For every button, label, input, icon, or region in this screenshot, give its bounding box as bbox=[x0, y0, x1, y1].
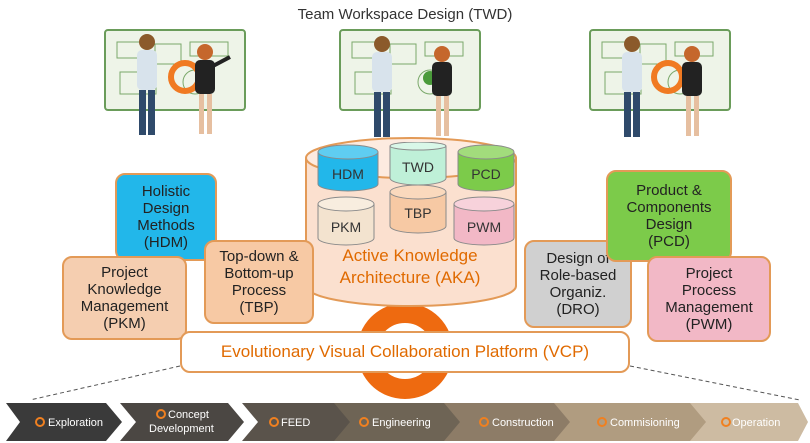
phase-concept-development: Concept Development bbox=[120, 403, 244, 441]
cylinder-label-hdm: HDM bbox=[332, 166, 364, 182]
phase-construction: Construction bbox=[444, 403, 572, 441]
phase-feed: FEED bbox=[242, 403, 352, 441]
phase-label-development: Development bbox=[149, 423, 214, 435]
phase-engineering: Engineering bbox=[334, 403, 462, 441]
cylinder-twd: TWD bbox=[389, 142, 447, 186]
cylinder-pcd: PCD bbox=[457, 144, 515, 192]
phase-label-operation: Operation bbox=[732, 417, 780, 429]
phase-label-concept: Concept bbox=[168, 409, 209, 421]
perspective-lines bbox=[29, 365, 801, 401]
phase-exploration: Exploration bbox=[6, 403, 122, 441]
box-hdm: Holistic Design Methods (HDM) bbox=[115, 173, 217, 261]
cylinder-label-pwm: PWM bbox=[467, 219, 501, 235]
knowledge-cylinders: HDM TWD PCD PKM TBP PWM bbox=[317, 142, 515, 246]
cylinder-label-tbp: TBP bbox=[404, 205, 431, 221]
phase-label-construction: Construction bbox=[492, 417, 554, 429]
phase-commisioning: Commisioning bbox=[554, 403, 708, 441]
whiteboard-scene-center bbox=[339, 29, 481, 137]
cylinder-label-pcd: PCD bbox=[471, 166, 501, 182]
phase-label-engineering: Engineering bbox=[372, 417, 431, 429]
vcp-platform-bar: Evolutionary Visual Collaboration Platfo… bbox=[180, 331, 630, 373]
whiteboard-scene-left bbox=[104, 29, 246, 135]
whiteboard-scene-right bbox=[589, 29, 731, 137]
cylinder-hdm: HDM bbox=[317, 144, 379, 192]
cylinder-label-pkm: PKM bbox=[331, 219, 361, 235]
project-phase-strip: Exploration Concept Development FEED Eng… bbox=[6, 403, 808, 441]
phase-label-commisioning: Commisioning bbox=[610, 417, 680, 429]
cylinder-tbp: TBP bbox=[389, 184, 447, 234]
aka-label: Active Knowledge Architecture (AKA) bbox=[339, 246, 481, 287]
cylinder-pwm: PWM bbox=[453, 196, 515, 246]
phase-operation: Operation bbox=[690, 403, 808, 441]
cylinder-label-twd: TWD bbox=[402, 159, 434, 175]
box-tbp: Top-down & Bottom-up Process (TBP) bbox=[204, 240, 314, 324]
cylinder-pkm: PKM bbox=[317, 196, 375, 246]
phase-label-feed: FEED bbox=[281, 417, 310, 429]
diagram-title: Team Workspace Design (TWD) bbox=[297, 6, 513, 23]
box-pkm: Project Knowledge Management (PKM) bbox=[62, 256, 187, 340]
box-pcd: Product & Components Design (PCD) bbox=[606, 170, 732, 262]
box-pwm: Project Process Management (PWM) bbox=[647, 256, 771, 342]
phase-label-exploration: Exploration bbox=[48, 417, 103, 429]
